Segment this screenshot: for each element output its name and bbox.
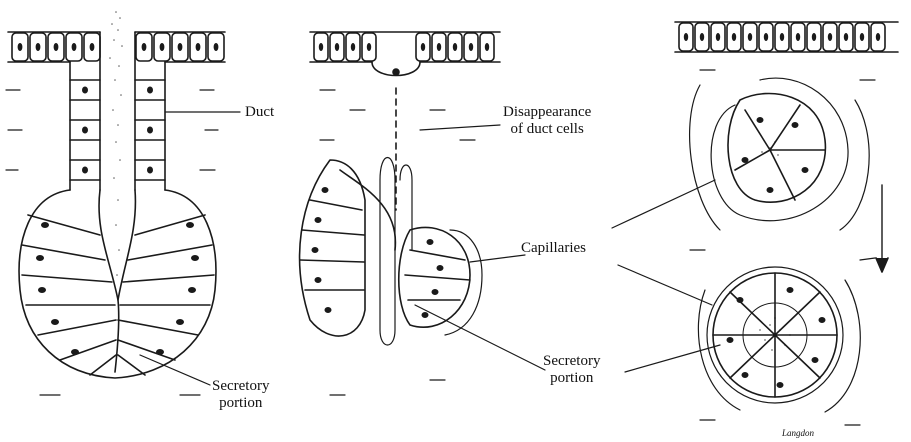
follicle-stages-panel [612, 22, 898, 425]
label-duct: Duct [245, 104, 274, 121]
label-secretory-left-line-1: Secretory [212, 378, 269, 395]
label-capillaries: Capillaries [521, 240, 586, 257]
label-disappearance-line-2: of duct cells [503, 121, 591, 138]
exocrine-gland-panel [6, 11, 240, 395]
label-secretory-middle-line-2: portion [543, 370, 600, 387]
endocrine-development-panel [300, 32, 545, 395]
label-secretory-portion-left: Secretory portion [212, 378, 269, 412]
artist-signature: Langdon [782, 425, 814, 442]
label-disappearance-line-1: Disappearance [503, 104, 591, 121]
label-disappearance-of-duct-cells: Disappearance of duct cells [503, 104, 591, 138]
label-secretory-portion-middle: Secretory portion [543, 353, 600, 387]
label-secretory-left-line-2: portion [212, 395, 269, 412]
label-secretory-middle-line-1: Secretory [543, 353, 600, 370]
